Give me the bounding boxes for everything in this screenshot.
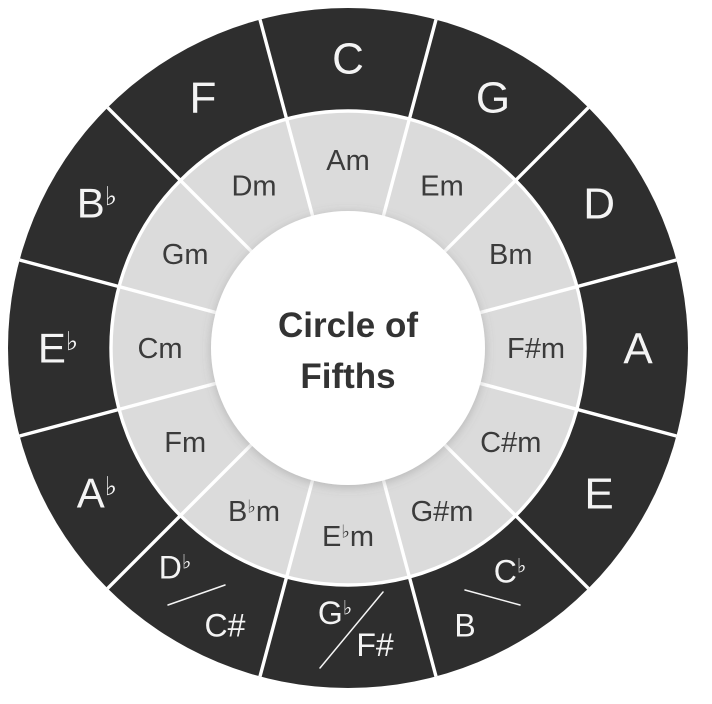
outer-key-label-g: G: [476, 73, 510, 122]
inner-key-label-gm: Gm: [162, 239, 209, 271]
inner-key-label-em: Em: [420, 170, 464, 202]
enharmonic-slash-line: [319, 591, 384, 669]
outer-key-label-b: B: [454, 607, 475, 643]
inner-key-label-b-flatm: B♭m: [228, 496, 280, 528]
outer-key-label-b-flat: B♭: [77, 180, 117, 227]
center-title-line1: Circle of: [278, 306, 418, 345]
center-title-line2: Fifths: [300, 357, 395, 396]
inner-key-label-c-sharpm: C#m: [480, 427, 541, 459]
outer-key-label-a: A: [623, 324, 653, 373]
enharmonic-slash-line: [167, 584, 226, 606]
center-circle: [211, 211, 485, 485]
outer-key-label-d: D: [583, 179, 615, 228]
inner-key-label-dm: Dm: [231, 170, 276, 202]
ring-separator: [109, 109, 587, 587]
outer-key-label-c-flat: C♭: [494, 553, 526, 589]
outer-key-label-c-sharp: C#: [205, 607, 246, 643]
enharmonic-slash-line: [464, 589, 521, 606]
inner-key-label-g-sharpm: G#m: [411, 496, 474, 528]
inner-key-label-bm: Bm: [489, 239, 533, 271]
outer-key-label-c: C: [332, 34, 364, 83]
inner-key-label-am: Am: [326, 145, 370, 177]
inner-key-label-cm: Cm: [137, 333, 182, 365]
outer-key-label-f: F: [190, 73, 217, 122]
inner-key-label-f-sharpm: F#m: [507, 333, 565, 365]
outer-key-label-g-flat: G♭: [318, 595, 352, 631]
outer-key-label-e-flat: E♭: [38, 325, 78, 372]
outer-key-label-e: E: [584, 469, 613, 518]
inner-key-label-e-flatm: E♭m: [322, 521, 374, 553]
outer-key-label-d-flat: D♭: [159, 549, 191, 585]
outer-key-label-a-flat: A♭: [77, 470, 117, 517]
inner-key-label-fm: Fm: [164, 427, 206, 459]
outer-key-label-f-sharp: F#: [356, 627, 394, 663]
